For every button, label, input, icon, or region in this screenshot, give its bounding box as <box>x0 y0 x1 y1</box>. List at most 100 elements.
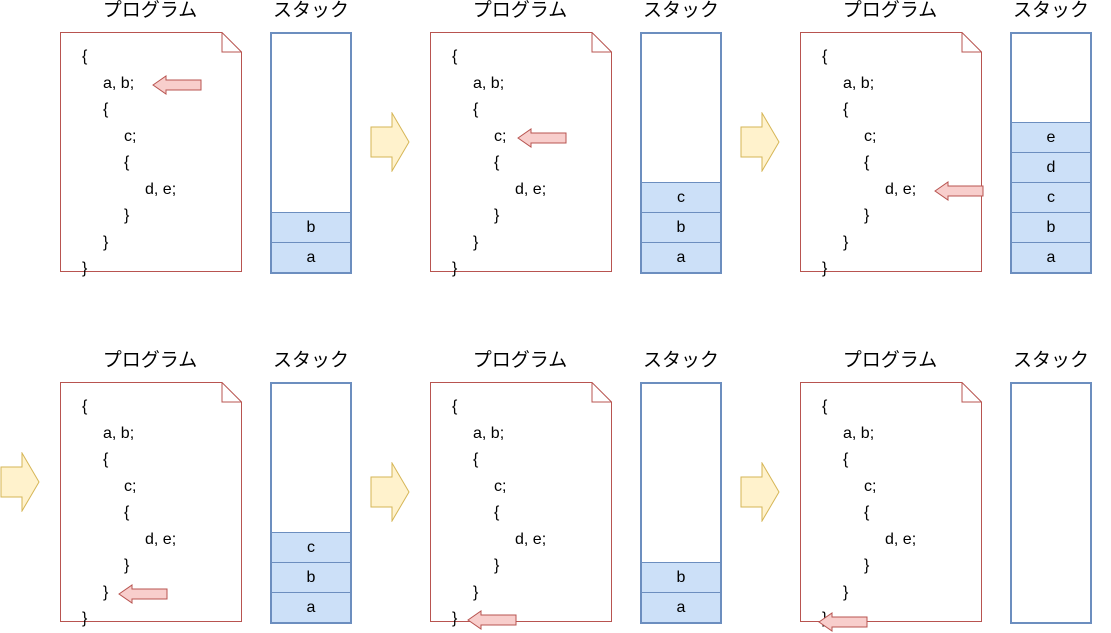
code-line: { <box>473 101 479 118</box>
stack-cell: a <box>272 242 350 272</box>
program-label: プログラム <box>472 0 568 21</box>
code-line: c; <box>124 127 137 145</box>
code-line: } <box>124 207 130 224</box>
document-shape <box>800 382 982 622</box>
code-line: d, e; <box>145 530 177 548</box>
code-line: d, e; <box>885 180 917 198</box>
code-line: { <box>494 504 500 521</box>
stack-label: スタック <box>272 350 349 371</box>
code-line: d, e; <box>145 180 177 198</box>
flow-arrow-icon <box>370 462 410 522</box>
stack-label: スタック <box>642 350 719 371</box>
code-line: { <box>82 398 88 415</box>
code-line: d, e; <box>515 180 547 198</box>
code-line: { <box>864 504 870 521</box>
code-line: } <box>494 557 500 574</box>
code-line: } <box>452 610 458 627</box>
flow-arrow-icon <box>740 112 780 172</box>
document-shape <box>60 32 242 272</box>
code-line: } <box>103 583 109 601</box>
code-line: } <box>864 207 870 224</box>
code-line: } <box>82 610 88 627</box>
program-document: {a, b;{c;{d, e;}}} <box>60 382 242 627</box>
code-line: } <box>473 233 479 251</box>
pointer-arrow-icon <box>818 612 868 632</box>
code-line: { <box>452 48 458 65</box>
program-label: プログラム <box>102 0 198 21</box>
stack-label: スタック <box>642 0 719 21</box>
code-line: { <box>822 398 828 415</box>
stack-label: スタック <box>1012 0 1089 21</box>
pointer-arrow-icon <box>517 127 567 148</box>
code-line: { <box>82 48 88 65</box>
pointer-arrow-icon <box>466 610 517 630</box>
code-line: a, b; <box>843 74 875 92</box>
program-document: { a, b; { c; { d, e;}}} <box>60 32 242 277</box>
code-line: a, b; <box>473 74 505 92</box>
stack-box <box>1010 382 1092 624</box>
code-line: { <box>103 101 109 118</box>
code-line: { <box>822 48 828 65</box>
code-line: } <box>494 207 500 224</box>
stack-cell: c <box>642 182 720 212</box>
flow-arrow-icon <box>0 452 40 512</box>
flow-arrow-icon <box>370 112 410 172</box>
code-line: } <box>103 233 109 251</box>
code-line: a, b; <box>103 74 135 92</box>
document-shape <box>60 382 242 622</box>
code-line: c; <box>494 127 507 145</box>
code-line: { <box>843 451 849 468</box>
program-label: プログラム <box>842 350 938 371</box>
code-line: { <box>124 154 130 171</box>
document-shape <box>430 32 612 272</box>
pointer-arrow-icon <box>117 583 168 604</box>
code-line: } <box>452 260 458 277</box>
code-line: a, b; <box>103 424 135 442</box>
stack-cell: a <box>642 242 720 272</box>
code-line: } <box>843 233 849 251</box>
pointer-arrow-icon <box>934 180 984 201</box>
pointer-arrow-icon <box>152 74 202 95</box>
stack-cell: a <box>272 592 350 622</box>
document-shape <box>430 382 612 622</box>
program-label: プログラム <box>472 350 568 371</box>
stack-cell: a <box>642 592 720 622</box>
code-line: } <box>822 260 828 277</box>
stack-cell: b <box>272 562 350 592</box>
code-line: { <box>864 154 870 171</box>
flow-arrow-icon <box>740 462 780 522</box>
stack-cell: b <box>272 212 350 242</box>
code-line: d, e; <box>515 530 547 548</box>
code-line: } <box>82 260 88 277</box>
code-line: } <box>864 557 870 574</box>
stack-cell: d <box>1012 152 1090 182</box>
stack-label: スタック <box>1012 350 1089 371</box>
stack-label: スタック <box>272 0 349 21</box>
stack-cell: e <box>1012 122 1090 152</box>
code-line: c; <box>864 127 877 145</box>
stack-cell: b <box>642 562 720 592</box>
stack-cell: c <box>272 532 350 562</box>
program-document: { a, b; { c; { d, e;}}} <box>800 32 982 277</box>
code-line: } <box>843 583 849 601</box>
program-label: プログラム <box>842 0 938 21</box>
code-line: { <box>473 451 479 468</box>
code-line: c; <box>494 477 507 495</box>
document-shape <box>800 32 982 272</box>
code-line: } <box>473 583 479 601</box>
program-document: {a, b;{c;{d, e;}}} <box>430 382 612 627</box>
program-document: {a, b;{c;{d, e;}}} <box>800 382 982 627</box>
code-line: { <box>843 101 849 118</box>
code-line: c; <box>864 477 877 495</box>
stack-cell: a <box>1012 242 1090 272</box>
stack-cell: b <box>1012 212 1090 242</box>
code-line: { <box>494 154 500 171</box>
program-label: プログラム <box>102 350 198 371</box>
code-line: { <box>124 504 130 521</box>
code-line: { <box>103 451 109 468</box>
